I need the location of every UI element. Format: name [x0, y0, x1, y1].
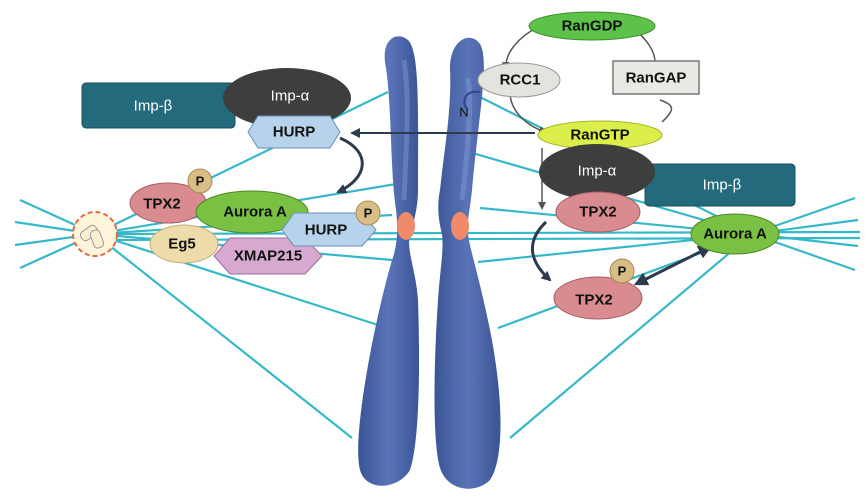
imp-alpha-right [539, 144, 655, 200]
hurp-left [247, 115, 341, 149]
spindle-bound-complex-left: XMAP215 Eg5 TPX2 P Aurora A HURP P [129, 168, 381, 275]
eg5 [149, 224, 219, 264]
svg-text:P: P [364, 206, 373, 221]
svg-text:HURP: HURP [273, 124, 316, 141]
phospho-hurp [355, 200, 381, 226]
aurora-a-left [195, 190, 309, 234]
imp-alpha-left [223, 68, 351, 128]
arrow-tpx2-release [530, 220, 552, 282]
importin-complex-right: Imp-β Imp-α TPX2 [539, 144, 796, 233]
svg-text:Aurora A: Aurora A [223, 204, 287, 221]
phospho-tpx2-left [187, 168, 213, 194]
arrow-hurp-release [336, 136, 364, 194]
centrosome [72, 211, 118, 257]
tpx2-free [553, 276, 643, 320]
svg-text:TPX2: TPX2 [575, 292, 613, 309]
svg-text:Imp-α: Imp-α [578, 163, 617, 180]
n-terminal-label: N [459, 105, 468, 120]
svg-text:TPX2: TPX2 [579, 204, 617, 221]
arrow-tpx2-aurora-a [633, 245, 713, 286]
rangdp [528, 11, 656, 41]
svg-text:RCC1: RCC1 [500, 72, 541, 89]
svg-text:HURP: HURP [305, 222, 348, 239]
chromosome [358, 36, 501, 489]
phospho-tpx2-free [609, 258, 635, 284]
svg-text:RanGAP: RanGAP [626, 70, 687, 87]
kinetochore-left [397, 212, 415, 240]
rcc1 [477, 62, 561, 98]
svg-text:RanGTP: RanGTP [570, 127, 629, 144]
tpx2-right [555, 191, 641, 233]
kinetochore-right [451, 212, 469, 240]
svg-text:Eg5: Eg5 [168, 236, 196, 253]
svg-text:P: P [196, 174, 205, 189]
svg-text:P: P [618, 264, 627, 279]
svg-text:Imp-β: Imp-β [134, 98, 173, 115]
svg-text:RanGDP: RanGDP [562, 18, 623, 35]
svg-text:Imp-β: Imp-β [703, 177, 742, 194]
importin-complex-left: Imp-β Imp-α HURP [81, 68, 351, 149]
svg-text:XMAP215: XMAP215 [234, 248, 302, 265]
centriole-icon-2 [89, 229, 105, 249]
free-tpx2-aurora: TPX2 P Aurora A [553, 213, 780, 320]
aurora-a-right [690, 213, 780, 255]
rangap [612, 60, 700, 95]
ran-cycle: RanGDP RCC1 RanGAP N RanGTP [459, 11, 700, 150]
svg-text:Aurora A: Aurora A [703, 226, 767, 243]
svg-text:TPX2: TPX2 [143, 196, 181, 213]
svg-text:Imp-α: Imp-α [271, 88, 310, 105]
